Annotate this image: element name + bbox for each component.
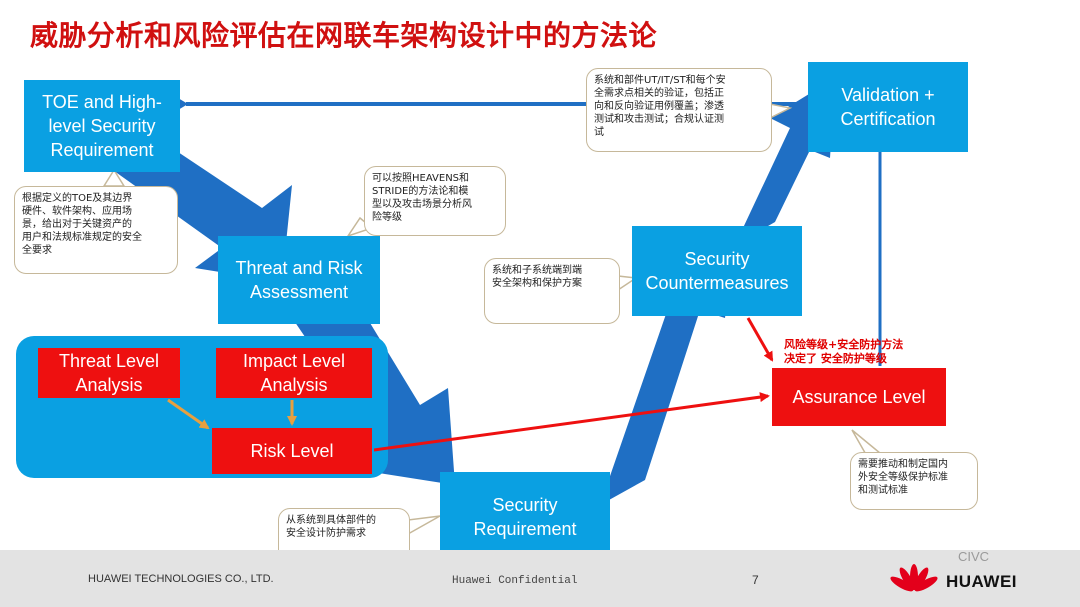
validation-certification-box: Validation + Certification xyxy=(808,62,968,152)
tara-callout: 可以按照HEAVENS和 STRIDE的方法论和模 型以及攻击场景分析风 险等级 xyxy=(364,166,506,236)
footer-confidential: Huawei Confidential xyxy=(452,575,578,587)
footer-bar xyxy=(0,550,1080,607)
toe-callout: 根据定义的TOE及其边界 硬件、软件架构、应用场 景，给出对于关键资产的 用户和… xyxy=(14,186,178,274)
watermark-label: CIVC xyxy=(958,549,990,564)
page-number: 7 xyxy=(752,573,759,587)
toe-requirement-box: TOE and High- level Security Requirement xyxy=(24,80,180,172)
assurance-level-box: Assurance Level xyxy=(772,368,946,426)
risk-level-box: Risk Level xyxy=(212,428,372,474)
countermeasure-callout: 系统和子系统端到端 安全架构和保护方案 xyxy=(484,258,620,324)
risk-to-assurance-arrow xyxy=(373,392,770,452)
page-title: 威胁分析和风险评估在网联车架构设计中的方法论 xyxy=(30,19,658,52)
huawei-brand: HUAWEI xyxy=(946,572,1017,591)
threat-to-risk-arrow xyxy=(167,398,210,430)
security-requirement-box: Security Requirement xyxy=(440,472,610,562)
validation-callout: 系统和部件UT/IT/ST和每个安 全需求点相关的验证，包括正 向和反向验证用例… xyxy=(586,68,772,152)
assurance-callout: 需要推动和制定国内 外安全等级保护标准 和测试标准 xyxy=(850,452,978,510)
threat-risk-assessment-box: Threat and Risk Assessment xyxy=(218,236,380,324)
security-countermeasures-box: Security Countermeasures xyxy=(632,226,802,316)
footer-company: HUAWEI TECHNOLOGIES CO., LTD. xyxy=(88,573,274,585)
threat-level-analysis-box: Threat Level Analysis xyxy=(38,348,180,398)
requirement-note-tail xyxy=(407,515,441,536)
impact-level-analysis-box: Impact Level Analysis xyxy=(216,348,372,398)
risk-protection-note: 风险等级+安全防护方法 决定了 安全防护等级 xyxy=(784,338,904,365)
huawei-logo-icon xyxy=(890,564,938,592)
countermeasure-to-assurance-arrow xyxy=(746,317,774,362)
